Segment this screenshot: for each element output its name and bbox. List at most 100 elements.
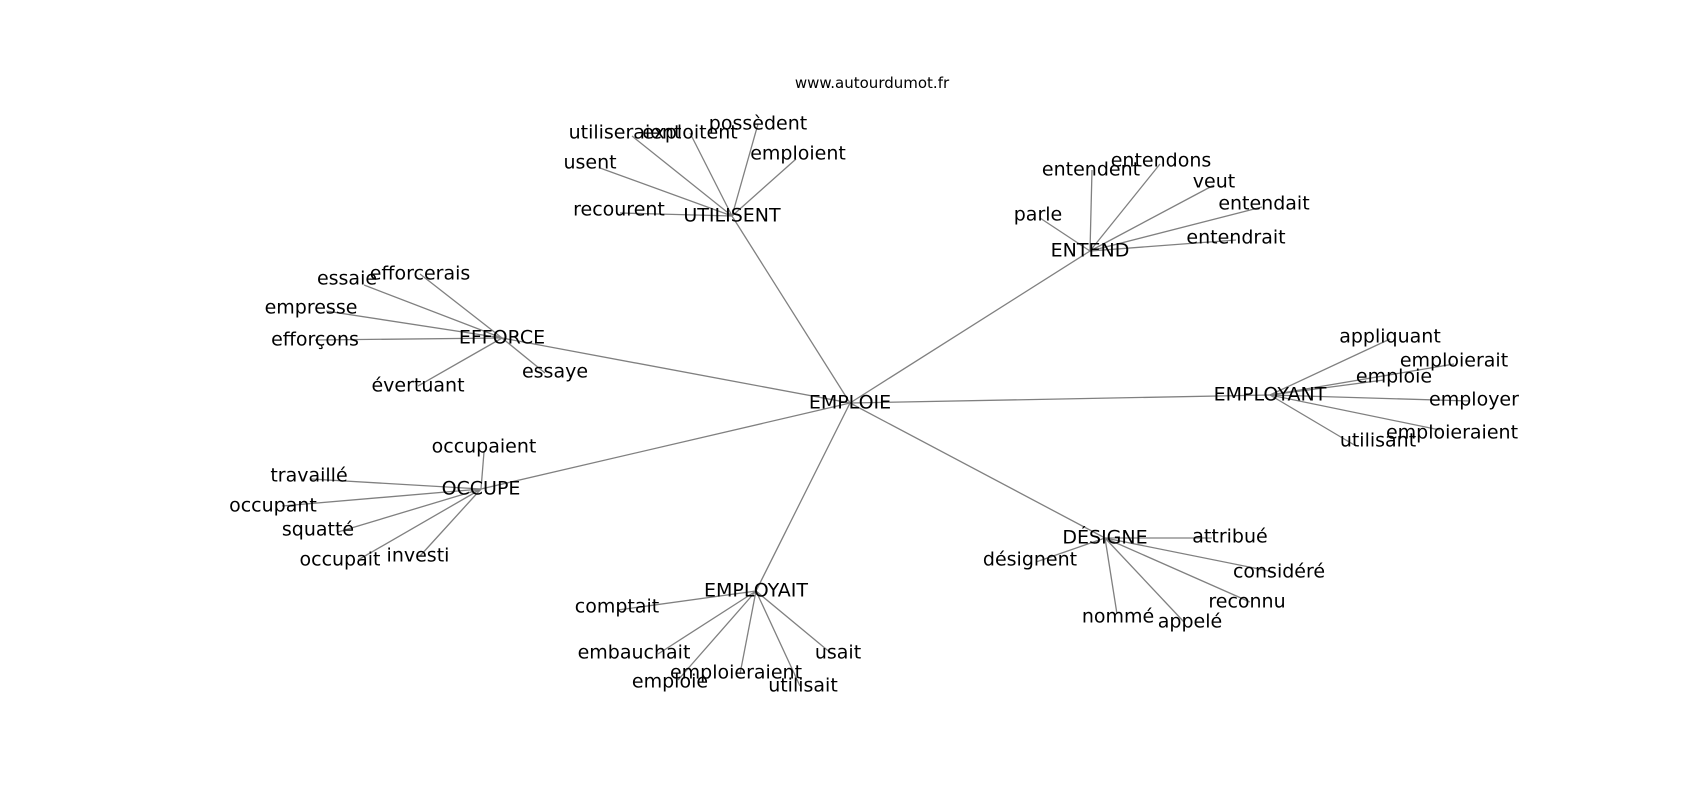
hub-leaf-edge [310, 478, 482, 490]
hub-leaf-edge [617, 590, 757, 611]
leaf-node-label: essaie [317, 268, 377, 290]
leaf-node-label: reconnu [1208, 591, 1285, 613]
center-hub-edge [849, 402, 1106, 539]
leaf-node-label: employer [1429, 389, 1519, 411]
hub-leaf-edge [599, 167, 733, 217]
graph-edges [281, 123, 1471, 687]
hub-leaf-edge [1269, 394, 1357, 447]
hub-leaf-edge [689, 132, 733, 217]
hub-node-label: EMPLOYANT [1214, 384, 1327, 406]
leaf-node-label: investi [387, 545, 450, 567]
hub-leaf-edge [1104, 537, 1118, 615]
hub-leaf-edge [501, 337, 546, 374]
hub-node-label: OCCUPE [442, 478, 521, 500]
leaf-node-label: exploitent [642, 122, 737, 144]
hub-leaf-edge [755, 590, 833, 655]
hub-leaf-edge [1089, 169, 1093, 252]
leaf-node-label: appelé [1158, 611, 1222, 633]
leaf-node-label: emploierait [1400, 350, 1508, 372]
hub-leaf-edge [337, 488, 482, 533]
center-hub-edge [755, 402, 851, 592]
leaf-node-label: emploieraient [670, 662, 802, 684]
hub-leaf-edge [631, 135, 733, 217]
leaf-node-label: comptait [575, 596, 659, 618]
hub-leaf-edge [480, 451, 485, 490]
hub-leaf-edge [1089, 163, 1161, 252]
hub-leaf-edge [731, 123, 759, 217]
leaf-node-label: empresse [265, 297, 358, 319]
leaf-node-label: usait [815, 642, 861, 664]
hub-leaf-edge [417, 337, 503, 387]
hub-leaf-edge [281, 488, 482, 507]
leaf-node-label: occupait [300, 549, 381, 571]
leaf-node-label: essaye [522, 361, 588, 383]
hub-leaf-edge [619, 212, 733, 217]
leaf-node-label: usent [563, 152, 616, 174]
leaf-node-label: embauchait [578, 642, 691, 664]
center-node-label: EMPLOIE [809, 392, 891, 414]
hub-node-label: DÉSIGNE [1062, 526, 1147, 549]
leaf-node-label: emploie [1356, 366, 1432, 388]
hub-leaf-edge [1089, 206, 1263, 252]
graph-labels: www.autourdumot.fr EMPLOIEUTILISENTutili… [229, 74, 1519, 697]
hub-leaf-edge [419, 273, 503, 339]
hub-leaf-edge [677, 590, 757, 681]
leaf-node-label: utiliseraient [569, 122, 682, 144]
hub-leaf-edge [1269, 363, 1455, 396]
center-hub-edge [480, 402, 851, 490]
hub-leaf-edge [325, 310, 503, 339]
leaf-node-label: entendons [1111, 150, 1212, 172]
leaf-node-label: utilisait [768, 675, 838, 697]
leaf-node-label: entendait [1218, 193, 1309, 215]
leaf-node-label: entendent [1042, 159, 1140, 181]
leaf-node-label: possèdent [709, 113, 807, 135]
leaf-node-label: emploient [750, 143, 846, 165]
hub-leaf-edge [1089, 184, 1215, 252]
leaf-node-label: utilisant [1340, 430, 1416, 452]
leaf-node-label: entendrait [1186, 227, 1285, 249]
hub-node-label: EFFORCE [459, 327, 545, 349]
hub-leaf-edge [1104, 537, 1185, 623]
leaf-node-label: occupaient [432, 436, 537, 458]
center-hub-edge [849, 394, 1271, 404]
leaf-node-label: squatté [282, 519, 354, 541]
hub-leaf-edge [363, 284, 503, 339]
hub-node-label: ENTEND [1051, 240, 1130, 262]
leaf-node-label: recourent [573, 199, 665, 221]
leaf-node-label: veut [1193, 171, 1235, 193]
leaf-node-label: nommé [1082, 606, 1154, 628]
center-hub-edge [849, 250, 1091, 404]
hub-leaf-edge [1035, 537, 1106, 563]
leaf-node-label: considéré [1233, 561, 1325, 583]
hub-leaf-edge [1089, 239, 1237, 252]
leaf-node-label: appliquant [1339, 326, 1441, 348]
leaf-node-label: efforçons [271, 329, 359, 351]
hub-leaf-edge [731, 158, 797, 217]
leaf-node-label: évertuant [371, 375, 464, 397]
hub-leaf-edge [357, 488, 482, 561]
leaf-node-label: emploie [632, 671, 708, 693]
hub-leaf-edge [1269, 379, 1385, 396]
leaf-node-label: efforcerais [370, 263, 471, 285]
leaf-node-label: travaillé [270, 465, 347, 487]
hub-leaf-edge [1269, 338, 1391, 396]
center-hub-edge [731, 215, 851, 404]
hub-leaf-edge [1269, 394, 1471, 402]
center-hub-edge [501, 337, 851, 404]
hub-leaf-edge [1104, 537, 1275, 573]
hub-leaf-edge [739, 590, 757, 675]
leaf-node-label: désignent [983, 549, 1077, 571]
watermark-text: www.autourdumot.fr [795, 74, 950, 92]
leaf-node-label: parle [1014, 204, 1062, 226]
hub-node-label: EMPLOYAIT [704, 580, 808, 602]
leaf-node-label: attribué [1192, 526, 1267, 548]
hub-leaf-edge [1104, 537, 1251, 603]
hub-leaf-edge [755, 590, 801, 687]
hub-leaf-edge [314, 337, 503, 341]
hub-leaf-edge [1269, 394, 1441, 431]
hub-leaf-edge [419, 488, 482, 557]
leaf-node-label: occupant [229, 495, 317, 517]
leaf-node-label: emploieraient [1386, 422, 1518, 444]
hub-leaf-edge [657, 590, 757, 655]
